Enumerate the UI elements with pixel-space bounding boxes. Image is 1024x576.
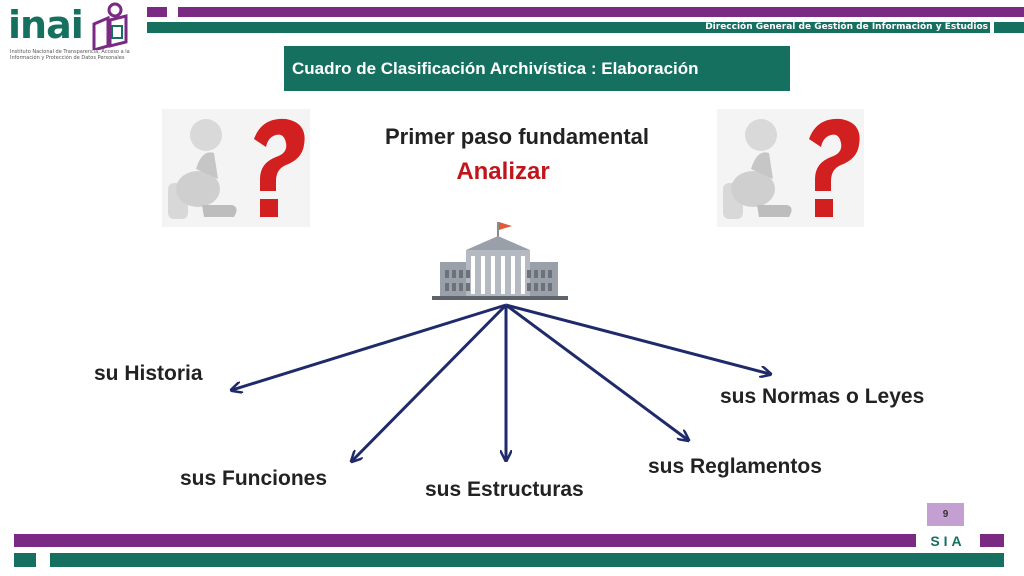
label-normas: sus Normas o Leyes <box>720 385 925 408</box>
header-purple-bar <box>178 7 1024 17</box>
label-estructuras: sus Estructuras <box>425 478 584 501</box>
label-reglamentos: sus Reglamentos <box>648 455 822 478</box>
logo-book-person-icon <box>92 2 128 50</box>
arrow-funciones <box>352 303 508 461</box>
footer-sia-tag: SIA <box>930 533 966 549</box>
footer-green-bar-start <box>14 553 36 567</box>
label-historia: su Historia <box>94 362 203 385</box>
page-number: 9 <box>927 503 964 526</box>
arrow-normas <box>505 303 770 374</box>
footer-purple-bar <box>14 534 916 547</box>
arrow-reglamentos <box>505 303 688 440</box>
label-funciones: sus Funciones <box>180 467 328 490</box>
header-green-bar-end <box>994 22 1024 33</box>
thinking-figure-question-icon <box>162 109 310 227</box>
footer-purple-bar-end <box>980 534 1004 547</box>
arrow-historia <box>232 303 507 390</box>
heading-primer-paso: Primer paso fundamental <box>384 124 650 149</box>
logo-caption: Instituto Nacional de Transparencia, Acc… <box>10 49 130 61</box>
header-accent-bar <box>147 7 167 17</box>
slide-title: Cuadro de Clasificación Archivística : E… <box>284 46 790 91</box>
government-building-icon <box>432 222 568 300</box>
keyword-analizar: Analizar <box>456 158 550 185</box>
logo-wordmark: inai <box>8 3 84 47</box>
footer-green-bar <box>50 553 1004 567</box>
header-green-bar <box>147 22 990 33</box>
thinking-figure-question-icon-right <box>717 109 864 227</box>
header-subtitle: Dirección General de Gestión de Informac… <box>705 22 988 32</box>
